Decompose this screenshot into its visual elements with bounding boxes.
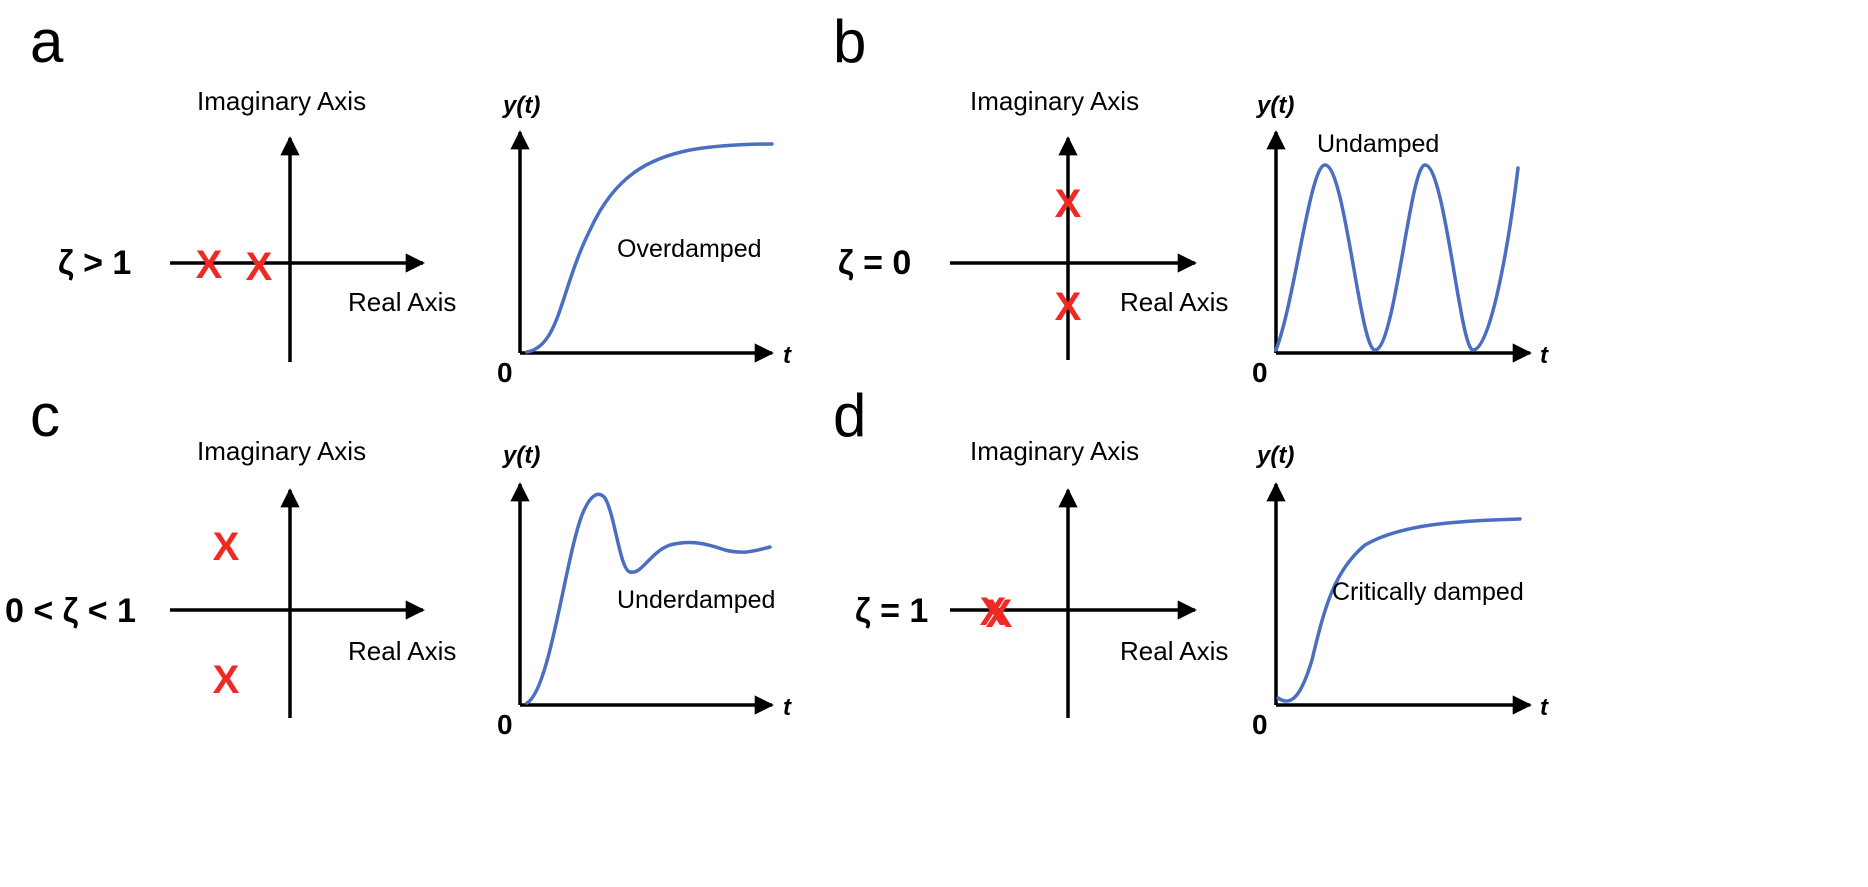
pole-plot-c: Imaginary Axis Real Axis 0 < ζ < 1 X X	[5, 436, 456, 718]
response-plot-d: y(t) t 0 Critically damped	[1252, 442, 1549, 740]
zeta-condition-b: ζ = 0	[838, 244, 911, 282]
real-axis-label-c: Real Axis	[348, 636, 456, 666]
origin-label-c: 0	[497, 709, 513, 740]
panel-letter-b: b	[833, 8, 866, 75]
t-axis-label-b: t	[1540, 342, 1549, 369]
panel-letter-d: d	[833, 382, 866, 449]
panel-letter-c: c	[30, 382, 60, 449]
real-axis-label-b: Real Axis	[1120, 287, 1228, 317]
imaginary-axis-label-d: Imaginary Axis	[970, 436, 1139, 466]
pole-marker: X	[196, 243, 223, 287]
zeta-condition-a: ζ > 1	[58, 244, 131, 282]
origin-label-b: 0	[1252, 357, 1268, 388]
response-label-b: Undamped	[1317, 130, 1439, 158]
t-axis-label-d: t	[1540, 694, 1549, 721]
response-label-d: Critically damped	[1332, 578, 1524, 606]
real-axis-label-d: Real Axis	[1120, 636, 1228, 666]
panel-d: d Imaginary Axis Real Axis ζ = 1 X X y(t…	[833, 382, 1549, 740]
origin-label-d: 0	[1252, 709, 1268, 740]
overdamped-response-curve	[525, 142, 774, 354]
pole-plot-d: Imaginary Axis Real Axis ζ = 1 X X	[855, 436, 1228, 718]
origin-label-a: 0	[497, 357, 513, 388]
response-plot-b: y(t) t 0 Undamped	[1252, 92, 1549, 388]
panel-letter-a: a	[30, 8, 64, 75]
pole-plot-a: Imaginary Axis Real Axis ζ > 1 X X	[58, 86, 456, 362]
panel-c: c Imaginary Axis Real Axis 0 < ζ < 1 X X…	[5, 382, 792, 740]
pole-marker: X	[1055, 182, 1082, 226]
panel-a: a Imaginary Axis Real Axis ζ > 1 X X y(t…	[30, 8, 792, 388]
critically-damped-response-curve	[1276, 517, 1522, 703]
t-axis-label-a: t	[783, 342, 792, 369]
zeta-condition-d: ζ = 1	[855, 592, 928, 630]
y-axis-label-d: y(t)	[1256, 442, 1294, 469]
y-axis-label-a: y(t)	[502, 92, 540, 119]
pole-marker: X	[1055, 285, 1082, 329]
response-label-c: Underdamped	[617, 586, 775, 614]
pole-plot-b: Imaginary Axis Real Axis ζ = 0 X X	[838, 86, 1228, 360]
panel-b: b Imaginary Axis Real Axis ζ = 0 X X y(t…	[833, 8, 1549, 388]
t-axis-label-c: t	[783, 694, 792, 721]
y-axis-label-c: y(t)	[502, 442, 540, 469]
zeta-condition-c: 0 < ζ < 1	[5, 592, 136, 630]
response-label-a: Overdamped	[617, 235, 762, 263]
pole-marker: X	[213, 525, 240, 569]
imaginary-axis-label-b: Imaginary Axis	[970, 86, 1139, 116]
imaginary-axis-label-c: Imaginary Axis	[197, 436, 366, 466]
response-plot-a: y(t) t 0 Overdamped	[497, 92, 792, 388]
imaginary-axis-label-a: Imaginary Axis	[197, 86, 366, 116]
underdamped-response-curve	[525, 492, 772, 705]
pole-marker: X	[246, 245, 273, 289]
pole-marker: X	[986, 592, 1013, 636]
response-plot-c: y(t) t 0 Underdamped	[497, 442, 792, 740]
pole-marker: X	[213, 658, 240, 702]
y-axis-label-b: y(t)	[1256, 92, 1294, 119]
undamped-response-curve	[1274, 163, 1520, 352]
pole-marker: X	[980, 590, 1007, 634]
real-axis-label-a: Real Axis	[348, 287, 456, 317]
